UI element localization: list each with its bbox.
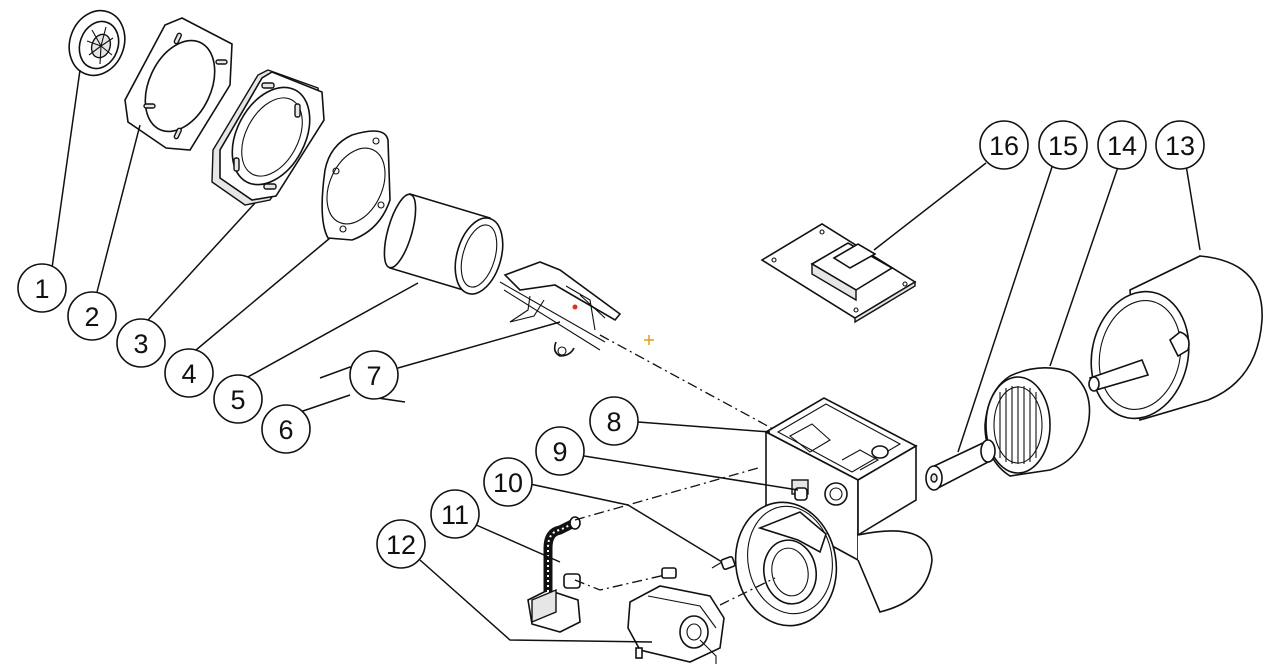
assembly-axes	[574, 334, 776, 606]
callout-8: 8	[589, 396, 639, 446]
callout-3-label: 3	[133, 329, 148, 359]
callout-7-label: 7	[366, 361, 381, 391]
callout-6-label: 6	[278, 415, 293, 445]
fan-scroll	[734, 501, 838, 627]
part-15-coupling	[925, 439, 996, 491]
part-3-mounting-flange	[211, 69, 325, 206]
callout-10: 10	[483, 457, 533, 507]
callout-16-label: 16	[989, 131, 1019, 161]
callout-12: 12	[376, 519, 426, 569]
callout-6: 6	[261, 404, 311, 454]
callout-14-label: 14	[1107, 131, 1137, 161]
callout-1: 1	[17, 263, 67, 313]
part-10-fitting	[711, 556, 736, 570]
callout-9: 9	[535, 426, 585, 476]
leader-lines	[51, 69, 1201, 643]
callout-12-label: 12	[386, 530, 416, 560]
part-12-oil-pump	[627, 567, 725, 664]
callout-10-label: 10	[493, 468, 523, 498]
callout-8-label: 8	[606, 407, 621, 437]
part-8-burner-housing	[764, 397, 933, 613]
callout-15: 15	[1038, 120, 1088, 170]
part-13-motor	[1088, 255, 1263, 422]
callout-13: 13	[1155, 120, 1205, 170]
callout-16: 16	[979, 120, 1029, 170]
cross-marker	[644, 335, 654, 345]
callout-7: 7	[349, 350, 399, 400]
callout-3: 3	[116, 318, 166, 368]
part-2-flange-gasket	[124, 17, 233, 151]
callout-5: 5	[213, 374, 263, 424]
part-14-fan-wheel	[984, 367, 1091, 477]
part-9-fitting	[794, 487, 808, 501]
part-16-control-board	[760, 223, 917, 324]
callout-11: 11	[430, 489, 480, 539]
callout-14: 14	[1097, 120, 1147, 170]
callout-2-label: 2	[84, 302, 99, 332]
callout-9-label: 9	[552, 437, 567, 467]
callout-4: 4	[164, 348, 214, 398]
part-4-gasket	[321, 130, 391, 241]
part-1-swirl-cup	[68, 9, 126, 77]
callout-5-label: 5	[230, 385, 245, 415]
callout-1-label: 1	[34, 274, 49, 304]
part-7-electrode-assembly	[499, 261, 622, 357]
part-5-combustion-tube	[383, 192, 504, 295]
callout-15-label: 15	[1048, 131, 1078, 161]
part-11-solenoid-cable	[527, 516, 581, 633]
callout-13-label: 13	[1165, 131, 1195, 161]
callout-4-label: 4	[181, 359, 196, 389]
callout-2: 2	[67, 291, 117, 341]
callout-11-label: 11	[441, 500, 469, 530]
